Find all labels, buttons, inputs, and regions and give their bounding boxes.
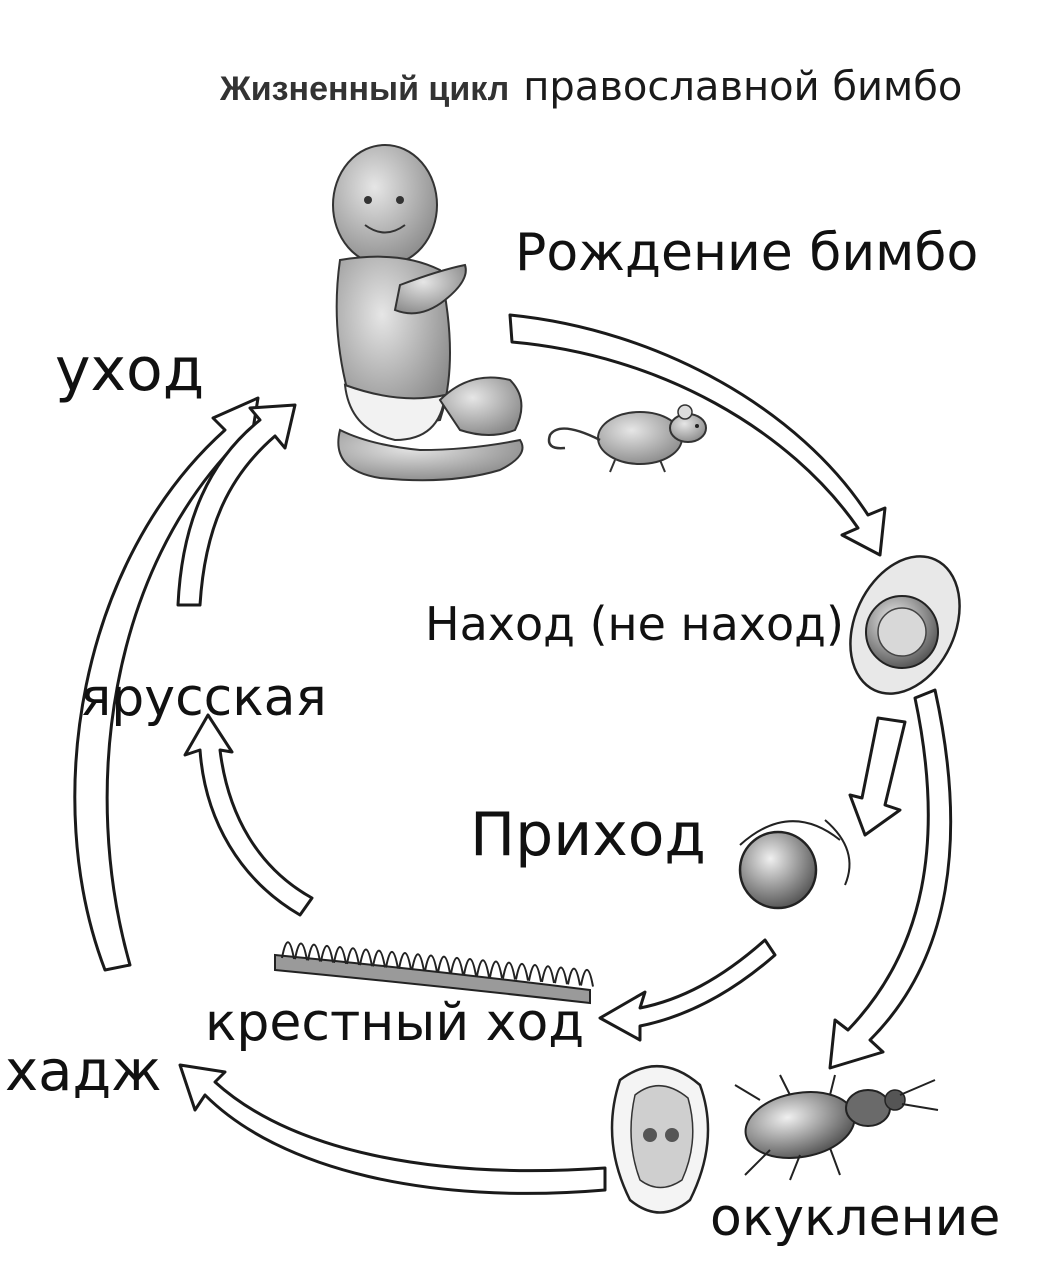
stage-pupation-label: окукление xyxy=(710,1188,1000,1248)
stage-arrival-label: Приход xyxy=(470,800,706,870)
title-rest: православной бимбо xyxy=(523,64,962,110)
stage-procession-label: крестный ход xyxy=(205,993,584,1053)
cell-figure xyxy=(738,819,851,910)
egg-figure xyxy=(849,555,961,695)
arrow-arrival-to-procession xyxy=(598,938,777,1042)
mouse-figure xyxy=(547,404,707,473)
stage-birth-label: Рождение бимбо xyxy=(515,223,978,283)
arrow-hajj-to-departure xyxy=(73,396,260,972)
arrow-pupation-to-hajj xyxy=(178,1063,607,1195)
baby-figure xyxy=(332,144,524,482)
title: Жизненный цикл православной бимбо xyxy=(219,64,962,110)
caterpillar-figure xyxy=(274,941,594,1005)
arrow-finding-to-arrival xyxy=(848,716,907,837)
seed-figure xyxy=(610,1065,710,1214)
title-bold: Жизненный цикл xyxy=(219,70,509,108)
arrow-yarusskaya-to-departure xyxy=(176,403,297,607)
beetle-figure xyxy=(734,1074,939,1181)
arrow-procession-to-yarusskaya xyxy=(183,713,314,917)
arrow-finding-to-pupation xyxy=(828,688,953,1070)
stage-departure-label: уход xyxy=(55,335,204,405)
stage-yarusskaya-label: ярусская xyxy=(80,668,327,728)
arrow-birth-to-finding xyxy=(508,313,887,557)
stage-finding-label: Наход (не наход) xyxy=(425,597,844,651)
stage-hajj-label: хадж xyxy=(5,1039,162,1104)
